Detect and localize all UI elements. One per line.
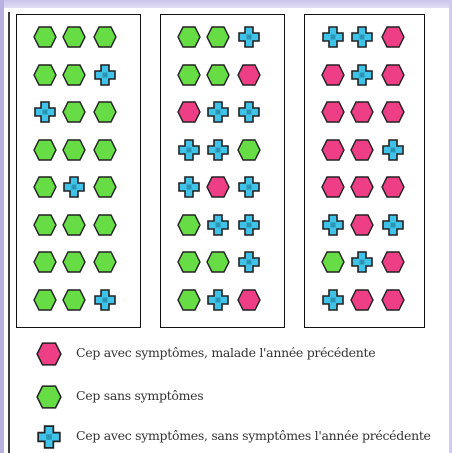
green-hexagon-icon	[33, 63, 57, 87]
pink-hexagon-icon	[237, 288, 261, 312]
blue-cross-icon	[350, 25, 374, 49]
green-hexagon-icon	[93, 138, 117, 162]
vineyard-panel-3	[304, 14, 425, 328]
vineyard-panel-2	[160, 14, 285, 328]
green-hexagon-icon	[93, 25, 117, 49]
legend-item-no-symptoms: Cep sans symptômes	[36, 384, 450, 410]
right-border	[449, 0, 452, 453]
green-hexagon-icon	[93, 250, 117, 274]
green-hexagon-icon	[33, 288, 57, 312]
green-hexagon-icon	[206, 25, 230, 49]
pink-hexagon-icon	[36, 341, 62, 367]
green-hexagon-icon	[93, 100, 117, 124]
pink-hexagon-icon	[381, 288, 405, 312]
legend-label: Cep avec symptômes, malade l'année précé…	[76, 345, 376, 360]
plant-grid	[17, 15, 140, 327]
legend-label: Cep sans symptômes	[76, 388, 204, 403]
pink-hexagon-icon	[381, 25, 405, 49]
green-hexagon-icon	[33, 25, 57, 49]
blue-cross-icon	[237, 100, 261, 124]
pink-hexagon-icon	[321, 138, 345, 162]
green-hexagon-icon	[177, 213, 201, 237]
green-hexagon-icon	[62, 100, 86, 124]
green-hexagon-icon	[62, 25, 86, 49]
pink-hexagon-icon	[237, 63, 261, 87]
blue-cross-icon	[350, 250, 374, 274]
green-hexagon-icon	[62, 213, 86, 237]
green-hexagon-icon	[62, 250, 86, 274]
blue-cross-icon	[206, 213, 230, 237]
green-hexagon-icon	[62, 63, 86, 87]
blue-cross-icon	[350, 63, 374, 87]
blue-cross-icon	[321, 288, 345, 312]
pink-hexagon-icon	[350, 288, 374, 312]
pink-hexagon-icon	[177, 100, 201, 124]
blue-cross-icon	[237, 25, 261, 49]
blue-cross-icon	[237, 250, 261, 274]
green-hexagon-icon	[36, 384, 62, 410]
green-hexagon-icon	[177, 288, 201, 312]
legend-item-diseased-previous-year: Cep avec symptômes, malade l'année précé…	[36, 341, 450, 367]
plant-grid	[305, 15, 424, 327]
pink-hexagon-icon	[321, 100, 345, 124]
blue-cross-icon	[33, 100, 57, 124]
legend-item-new-symptoms: Cep avec symptômes, sans symptômes l'ann…	[36, 424, 450, 450]
green-hexagon-icon	[93, 175, 117, 199]
blue-cross-icon	[237, 213, 261, 237]
green-hexagon-icon	[33, 175, 57, 199]
blue-cross-icon	[93, 288, 117, 312]
pink-hexagon-icon	[381, 175, 405, 199]
pink-hexagon-icon	[350, 213, 374, 237]
pink-hexagon-icon	[321, 175, 345, 199]
blue-cross-icon	[321, 25, 345, 49]
green-hexagon-icon	[177, 63, 201, 87]
vineyard-panel-1	[16, 14, 141, 328]
green-hexagon-icon	[33, 138, 57, 162]
blue-cross-icon	[237, 175, 261, 199]
green-hexagon-icon	[321, 250, 345, 274]
blue-cross-icon	[381, 138, 405, 162]
blue-cross-icon	[36, 424, 62, 450]
left-border	[0, 0, 4, 453]
green-hexagon-icon	[33, 213, 57, 237]
green-hexagon-icon	[177, 25, 201, 49]
green-hexagon-icon	[33, 250, 57, 274]
green-hexagon-icon	[206, 250, 230, 274]
top-strip	[0, 0, 452, 8]
blue-cross-icon	[381, 213, 405, 237]
green-hexagon-icon	[177, 250, 201, 274]
green-hexagon-icon	[237, 138, 261, 162]
blue-cross-icon	[206, 100, 230, 124]
pink-hexagon-icon	[381, 100, 405, 124]
blue-cross-icon	[62, 175, 86, 199]
pink-hexagon-icon	[321, 63, 345, 87]
pink-hexagon-icon	[381, 250, 405, 274]
green-hexagon-icon	[62, 138, 86, 162]
blue-cross-icon	[93, 63, 117, 87]
green-hexagon-icon	[62, 288, 86, 312]
plant-grid	[161, 15, 284, 327]
green-hexagon-icon	[93, 213, 117, 237]
green-hexagon-icon	[206, 63, 230, 87]
left-rule	[8, 12, 10, 453]
pink-hexagon-icon	[206, 175, 230, 199]
blue-cross-icon	[206, 288, 230, 312]
pink-hexagon-icon	[350, 175, 374, 199]
pink-hexagon-icon	[350, 138, 374, 162]
blue-cross-icon	[177, 175, 201, 199]
blue-cross-icon	[206, 138, 230, 162]
blue-cross-icon	[321, 213, 345, 237]
blue-cross-icon	[177, 138, 201, 162]
pink-hexagon-icon	[350, 100, 374, 124]
legend-label: Cep avec symptômes, sans symptômes l'ann…	[76, 428, 431, 443]
pink-hexagon-icon	[381, 63, 405, 87]
